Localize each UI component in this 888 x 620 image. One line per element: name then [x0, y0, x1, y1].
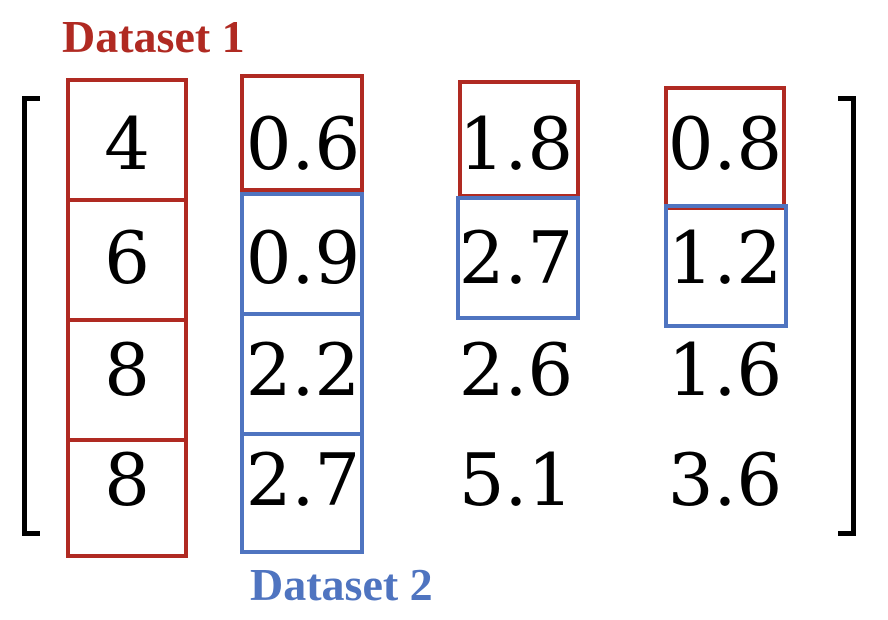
- matrix-cell-r4-c1: 8: [104, 438, 150, 522]
- dataset-2-box-row2-col4: [664, 204, 788, 328]
- matrix-cell-r1-c4: 0.8: [667, 102, 783, 186]
- matrix-cell-r4-c2: 2.7: [245, 438, 361, 522]
- matrix-cell-r4-c4: 3.6: [667, 438, 783, 522]
- matrix-cell-r2-c1: 6: [104, 216, 150, 300]
- matrix-cell-r4-c3: 5.1: [458, 438, 574, 522]
- matrix-cell-r1-c2: 0.6: [245, 102, 361, 186]
- dataset-2-label: Dataset 2: [250, 559, 433, 610]
- matrix-cell-r3-c1: 8: [104, 328, 150, 412]
- matrix-cell-r2-c2: 0.9: [245, 216, 361, 300]
- matrix-cell-r3-c3: 2.6: [458, 328, 574, 412]
- dataset-1-box-row1-col4: [664, 86, 786, 210]
- matrix-cell-r3-c4: 1.6: [667, 328, 783, 412]
- left-bracket: [22, 96, 40, 536]
- dataset-2-box-row4-col2: [240, 432, 364, 554]
- dataset-1-label: Dataset 1: [62, 11, 245, 62]
- dataset-1-box-row1-col2: [240, 74, 364, 192]
- matrix-cell-r2-c4: 1.2: [667, 216, 783, 300]
- right-bracket: [838, 96, 856, 536]
- dataset-1-box-row4-col1: [66, 438, 188, 558]
- matrix-cell-r3-c2: 2.2: [245, 328, 361, 412]
- matrix-cell-r1-c1: 4: [104, 102, 150, 186]
- matrix-cell-r2-c3: 2.7: [458, 216, 574, 300]
- matrix-cell-r1-c3: 1.8: [458, 102, 574, 186]
- dataset-2-box-row2-col3: [456, 196, 580, 320]
